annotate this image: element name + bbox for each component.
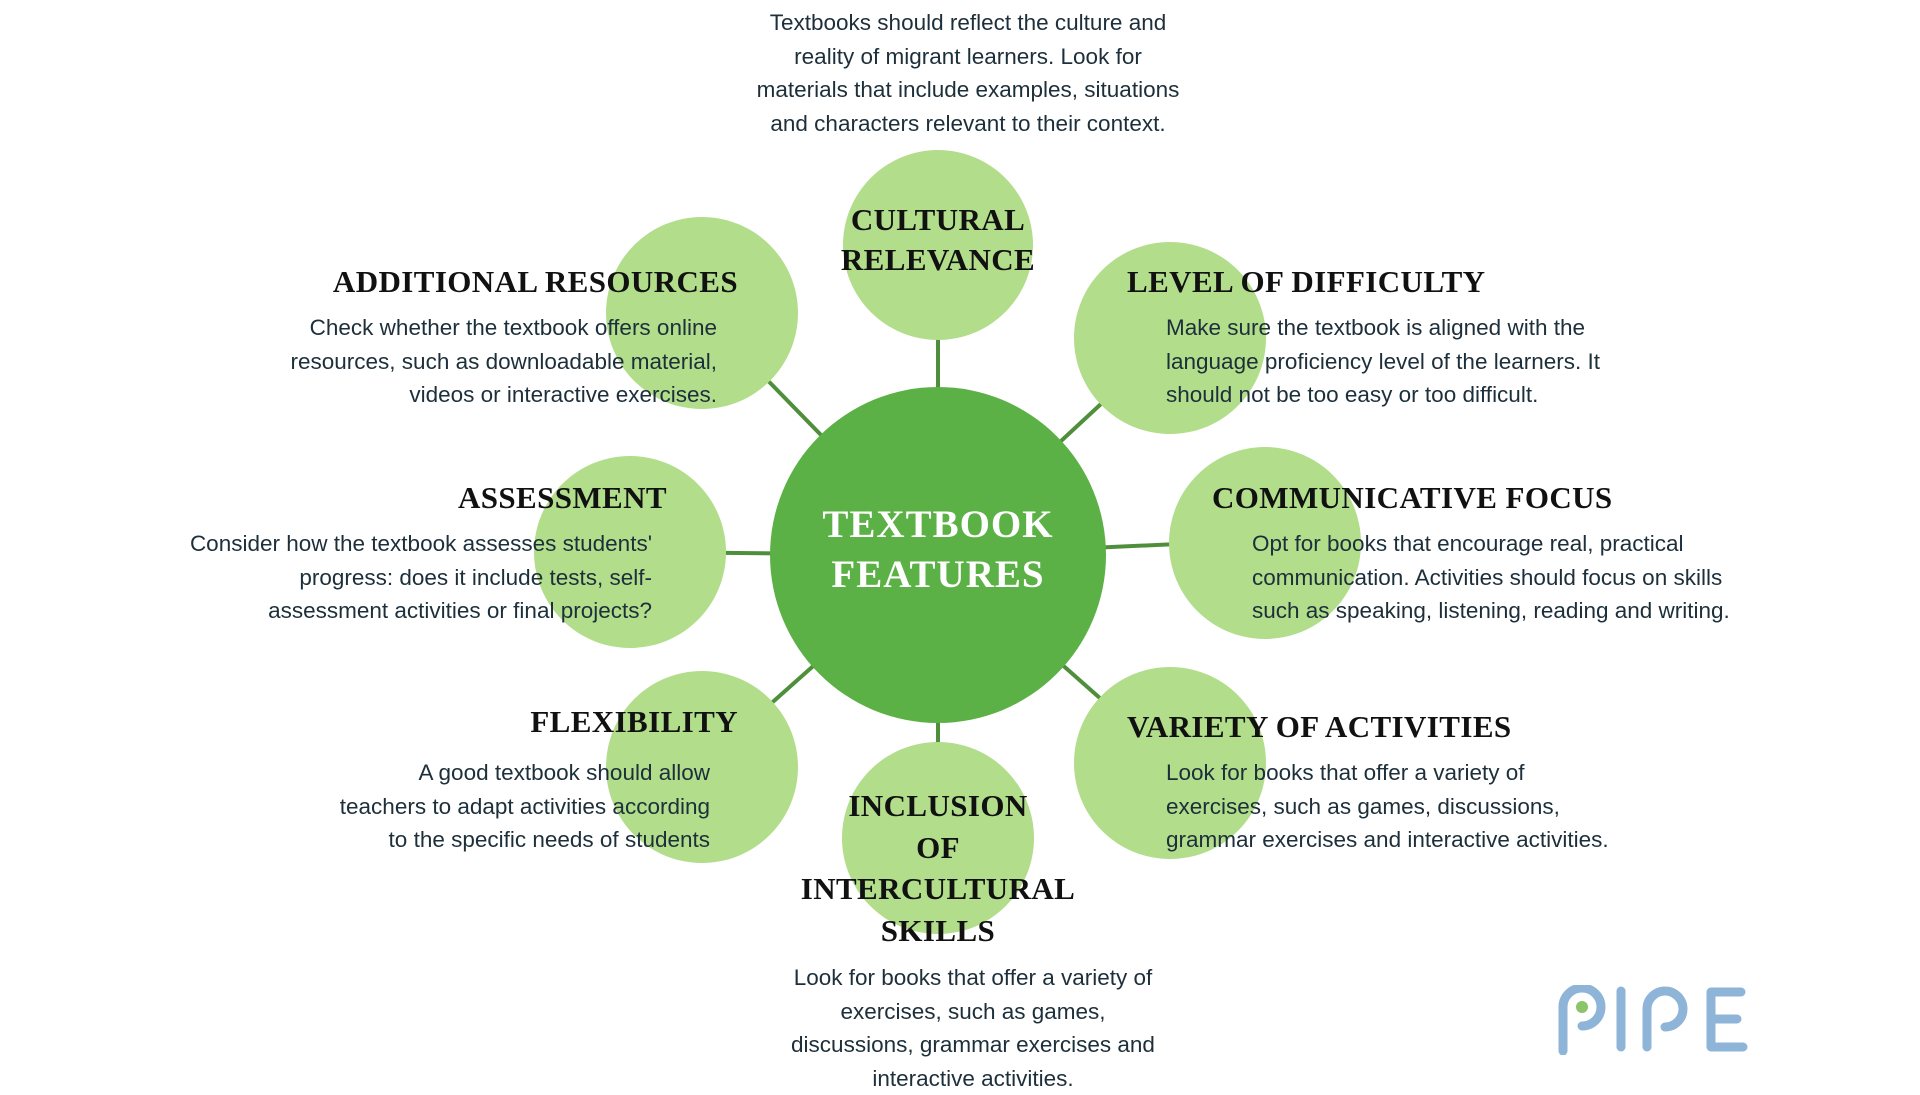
resources-title: ADDITIONAL RESOURCES xyxy=(240,262,738,302)
intercultural-title: INCLUSION OF INTERCULTURAL SKILLS xyxy=(768,785,1108,951)
cultural-desc-line: reality of migrant learners. Look for xyxy=(718,40,1218,74)
communicative-title: COMMUNICATIVE FOCUS xyxy=(1212,478,1613,518)
pipe-logo xyxy=(1553,985,1753,1055)
logo-letter-p1 xyxy=(1563,988,1601,1051)
resources-description: Check whether the textbook offers online… xyxy=(200,311,717,412)
cultural-desc-line: materials that include examples, situati… xyxy=(718,73,1218,107)
intercultural-title-line: INTERCULTURAL xyxy=(768,868,1108,910)
resources-desc-line: Check whether the textbook offers online xyxy=(200,311,717,345)
cultural-desc-line: and characters relevant to their context… xyxy=(718,107,1218,141)
hub-title: TEXTBOOK FEATURES xyxy=(788,500,1088,600)
flexibility-desc-line: teachers to adapt activities according xyxy=(230,790,710,824)
difficulty-desc-line: language proficiency level of the learne… xyxy=(1166,345,1686,379)
difficulty-description: Make sure the textbook is aligned with t… xyxy=(1166,311,1686,412)
resources-desc-line: videos or interactive exercises. xyxy=(200,378,717,412)
flexibility-description: A good textbook should allow teachers to… xyxy=(230,756,710,857)
difficulty-desc-line: Make sure the textbook is aligned with t… xyxy=(1166,311,1686,345)
assessment-desc-line: progress: does it include tests, self- xyxy=(70,561,652,595)
intercultural-description: Look for books that offer a variety of e… xyxy=(743,961,1203,1095)
flexibility-desc-line: A good textbook should allow xyxy=(230,756,710,790)
assessment-title: ASSESSMENT xyxy=(380,478,667,518)
intercultural-desc-line: interactive activities. xyxy=(743,1062,1203,1095)
cultural-desc-line: Textbooks should reflect the culture and xyxy=(718,6,1218,40)
hub-title-line-1: TEXTBOOK xyxy=(788,500,1088,550)
variety-desc-line: grammar exercises and interactive activi… xyxy=(1166,823,1706,857)
cultural-description: Textbooks should reflect the culture and… xyxy=(718,6,1218,140)
flexibility-title: FLEXIBILITY xyxy=(440,702,738,742)
difficulty-desc-line: should not be too easy or too difficult. xyxy=(1166,378,1686,412)
assessment-description: Consider how the textbook assesses stude… xyxy=(70,527,652,628)
flexibility-desc-line: to the specific needs of students xyxy=(230,823,710,857)
communicative-desc-line: communication. Activities should focus o… xyxy=(1252,561,1812,595)
communicative-desc-line: such as speaking, listening, reading and… xyxy=(1252,594,1812,628)
intercultural-desc-line: exercises, such as games, xyxy=(743,995,1203,1029)
variety-description: Look for books that offer a variety of e… xyxy=(1166,756,1706,857)
logo-dot-icon xyxy=(1576,1001,1588,1013)
variety-title: VARIETY OF ACTIVITIES xyxy=(1127,707,1512,747)
difficulty-title: LEVEL OF DIFFICULTY xyxy=(1127,262,1485,302)
logo-letter-e xyxy=(1711,992,1743,1047)
cultural-title-line: RELEVANCE xyxy=(788,240,1088,280)
cultural-title-line: CULTURAL xyxy=(788,200,1088,240)
intercultural-desc-line: Look for books that offer a variety of xyxy=(743,961,1203,995)
logo-letter-p2 xyxy=(1647,991,1683,1047)
resources-desc-line: resources, such as downloadable material… xyxy=(200,345,717,379)
assessment-desc-line: assessment activities or final projects? xyxy=(70,594,652,628)
cultural-title: CULTURAL RELEVANCE xyxy=(788,200,1088,280)
variety-desc-line: exercises, such as games, discussions, xyxy=(1166,790,1706,824)
communicative-description: Opt for books that encourage real, pract… xyxy=(1252,527,1812,628)
intercultural-desc-line: discussions, grammar exercises and xyxy=(743,1028,1203,1062)
communicative-desc-line: Opt for books that encourage real, pract… xyxy=(1252,527,1812,561)
hub-title-line-2: FEATURES xyxy=(788,550,1088,600)
assessment-desc-line: Consider how the textbook assesses stude… xyxy=(70,527,652,561)
variety-desc-line: Look for books that offer a variety of xyxy=(1166,756,1706,790)
intercultural-title-line: OF xyxy=(768,827,1108,869)
intercultural-title-line: INCLUSION xyxy=(768,785,1108,827)
intercultural-title-line: SKILLS xyxy=(768,910,1108,952)
